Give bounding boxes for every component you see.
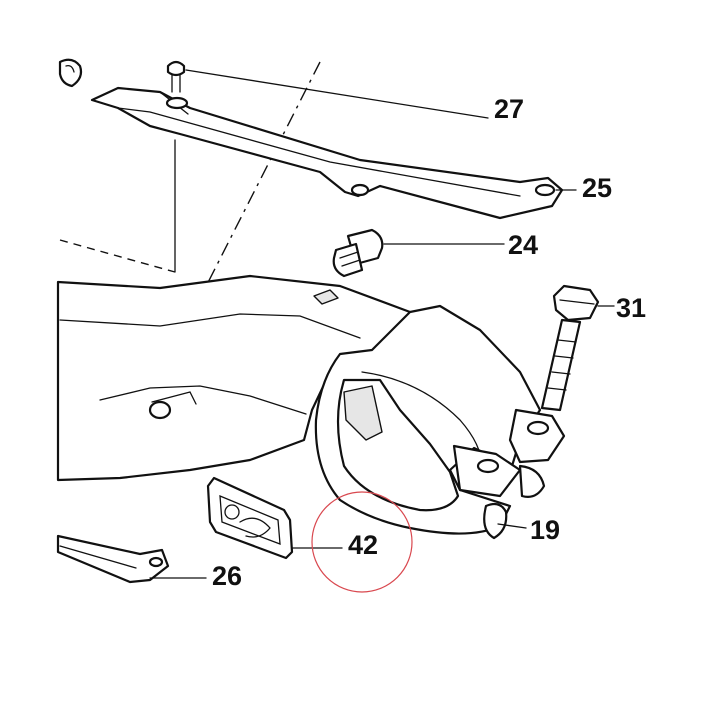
leader-lines <box>149 69 615 579</box>
part-42-gasket <box>206 476 294 560</box>
label-24: 24 <box>508 230 538 260</box>
label-31: 31 <box>616 293 646 323</box>
label-19: 19 <box>530 515 560 545</box>
axle-housing-arm <box>56 274 412 482</box>
part-25-bracket-plate <box>90 86 564 220</box>
part-24-stud <box>332 228 384 278</box>
label-26: 26 <box>212 561 242 591</box>
part-27-screw <box>166 60 186 93</box>
part-labels: 27 25 24 31 19 42 26 <box>212 94 646 591</box>
leader-27 <box>185 69 489 119</box>
label-25: 25 <box>582 173 612 203</box>
leader-19 <box>497 523 527 529</box>
label-42: 42 <box>348 530 378 560</box>
corner-nut-fragment <box>58 58 83 88</box>
highlight-circle <box>311 491 413 593</box>
part-19-clamp-ring <box>314 304 566 540</box>
part-26-lower-bracket <box>56 534 170 584</box>
label-27: 27 <box>494 94 524 124</box>
part-31-bolt <box>540 284 600 412</box>
